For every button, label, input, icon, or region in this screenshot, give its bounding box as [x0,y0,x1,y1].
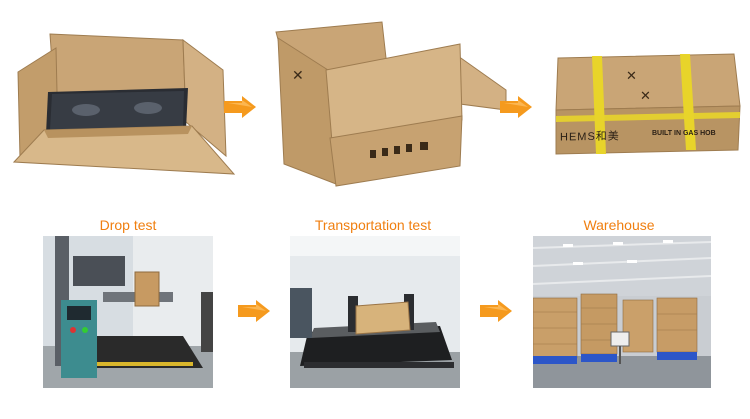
arrow-right-icon [236,300,272,322]
drop-test-photo [43,236,213,388]
transportation-test-photo [290,236,460,388]
svg-text:✕: ✕ [292,68,304,84]
box-brand-label: HEMS和美 [560,130,620,144]
step-caption-drop-test: Drop test [99,217,157,233]
packing-carton-photo: ✕ [270,14,510,190]
arrow-right-icon [222,96,258,118]
packing-open-box-photo [8,26,238,186]
step-caption-warehouse: Warehouse [583,217,655,233]
box-side-label: BUILT IN GAS HOB [652,130,716,137]
step-caption-transportation-test: Transportation test [314,217,432,233]
svg-text:✕: ✕ [626,69,637,84]
packing-sealed-box-photo: ✕ ✕ HEMS和美 BUILT IN GAS HOB [548,50,744,170]
warehouse-photo [533,236,711,388]
arrow-right-icon [478,300,514,322]
arrow-right-icon [498,96,534,118]
svg-text:✕: ✕ [640,89,651,104]
